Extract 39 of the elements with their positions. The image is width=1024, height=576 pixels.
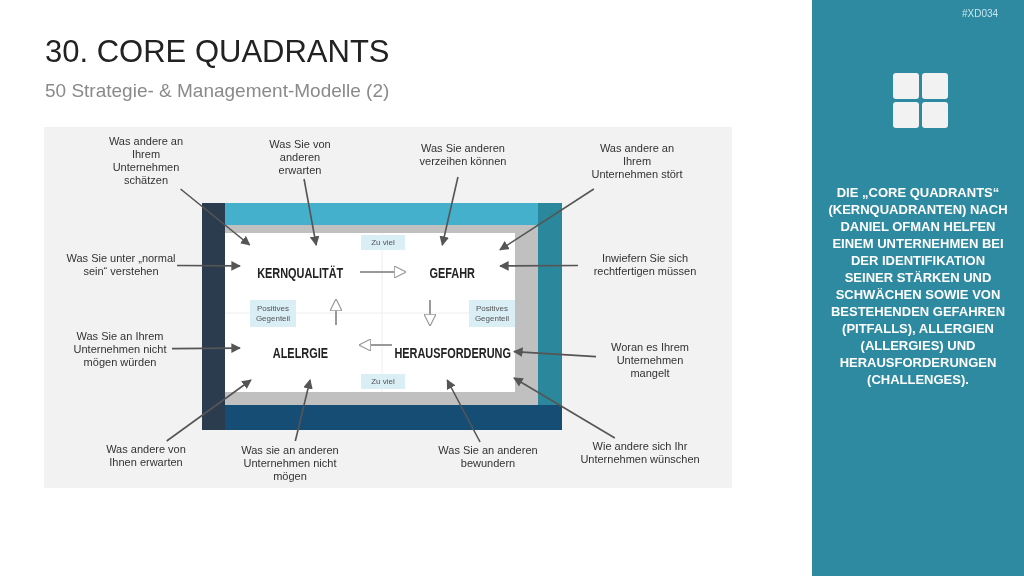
- description-text: DIE „CORE QUADRANTS“ (KERNQUADRANTEN) NACH DANIEL OFMAN HELFEN EINEM UNTERNEHMEN BEI DER IDENTIFIKATION SEINER STÄRKEN UND SCHWÄCHEN SOWIE VON BESTEHENDEN GEFAHREN (PITFALLS), ALLERGIEN (ALLERGIES) UND HERAUSFORDERUNGEN (CHALLENGES).: [827, 184, 1009, 388]
- leader-arrow: [499, 261, 579, 271]
- leader-arrow: [303, 178, 320, 246]
- hollow-arrow: [359, 265, 407, 279]
- quadrant-label: ALELRGIE: [272, 344, 328, 361]
- leader-arrow: [513, 347, 597, 358]
- annotation-text: Inwiefern Sie sich rechtfertigen müssen: [578, 251, 712, 279]
- note-tag: Positives Gegenteil: [469, 300, 515, 327]
- annotation-text: Was sie an anderen Unternehmen nicht mögen: [232, 441, 348, 485]
- annotation-text: Wie andere sich Ihr Unternehmen wünschen: [574, 438, 706, 468]
- annotation-text: Was Sie an anderen bewundern: [432, 442, 544, 472]
- subtitle: 50 Strategie- & Management-Modelle (2): [45, 80, 390, 102]
- leader-arrow: [513, 377, 616, 439]
- leader-arrow: [499, 188, 595, 251]
- note-tag: Zu viel: [361, 235, 405, 250]
- annotation-text: Was andere von Ihnen erwarten: [92, 441, 200, 471]
- hollow-arrow: [329, 298, 343, 326]
- title: 30. CORE QUADRANTS: [45, 34, 390, 70]
- leader-arrow: [176, 261, 241, 271]
- annotation-text: Was andere an Ihrem Unternehmen schätzen: [100, 133, 192, 189]
- leader-arrow: [179, 188, 251, 246]
- note-tag: Zu viel: [361, 374, 405, 389]
- annotation-text: Was Sie von anderen erwarten: [258, 135, 342, 179]
- leader-arrow: [294, 379, 313, 442]
- leader-arrow: [439, 176, 459, 246]
- hollow-arrow: [358, 338, 393, 352]
- quadrant-label: GEFAHR: [429, 264, 476, 281]
- quadrant-label: HERAUSFORDERUNG: [394, 344, 512, 361]
- note-tag: Positives Gegenteil: [250, 300, 296, 327]
- annotation-text: Woran es Ihrem Unternehmen mangelt: [596, 339, 704, 381]
- annotation-text: Was Sie unter „normal sein“ verstehen: [65, 244, 177, 286]
- annotation-text: Was Sie anderen verzeihen können: [405, 133, 521, 177]
- hollow-arrow: [423, 299, 437, 327]
- slide-code: #XD034: [962, 8, 999, 19]
- leader-arrow: [171, 343, 241, 353]
- annotation-text: Was andere an Ihrem Unternehmen stört: [590, 133, 684, 189]
- leader-arrow: [165, 379, 252, 442]
- quadrant-label: KERNQUALITÄT: [256, 264, 344, 281]
- annotation-text: Was Sie an Ihrem Unternehmen nicht mögen würden: [68, 321, 172, 377]
